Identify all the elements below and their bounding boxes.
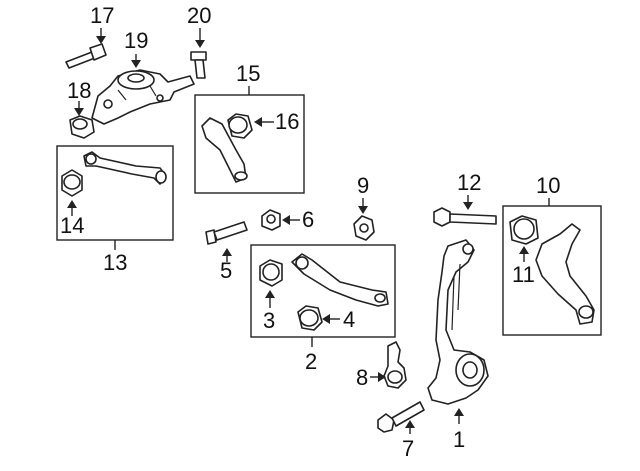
callout-20: 20 <box>187 3 211 28</box>
arrow-3 <box>265 290 275 298</box>
part-8-ball-joint[interactable] <box>383 341 407 389</box>
arrow-18 <box>74 108 84 116</box>
callout-6: 6 <box>302 207 314 232</box>
arrow-19 <box>131 60 141 68</box>
callout-14: 14 <box>60 213 84 238</box>
part-18-bushing[interactable] <box>69 115 95 139</box>
callout-9: 9 <box>357 173 369 198</box>
part-16-bushing[interactable] <box>227 113 253 139</box>
callout-13: 13 <box>103 250 127 275</box>
arrow-4 <box>322 314 330 324</box>
arrow-20 <box>195 40 205 48</box>
arrow-16 <box>254 117 262 127</box>
part-19-upper-mount[interactable] <box>91 69 195 125</box>
callout-16: 16 <box>275 109 299 134</box>
part-12-bolt[interactable] <box>433 207 497 227</box>
part-10-control-arm[interactable] <box>535 223 595 325</box>
callout-4: 4 <box>343 307 355 332</box>
arrow-6 <box>282 215 290 225</box>
callout-8: 8 <box>356 365 368 390</box>
arrow-11 <box>519 246 529 254</box>
part-13-control-arm[interactable] <box>83 151 167 185</box>
callout-10: 10 <box>536 173 560 198</box>
part-11-bushing[interactable] <box>509 215 539 245</box>
part-20-bolt[interactable] <box>190 51 207 79</box>
arrow-5 <box>222 248 232 256</box>
part-15-control-arm[interactable] <box>201 117 248 183</box>
part-7-bolt[interactable] <box>377 401 425 433</box>
arrow-14 <box>67 200 77 208</box>
callout-3: 3 <box>263 308 275 333</box>
part-14-bushing[interactable] <box>61 169 83 197</box>
callout-15: 15 <box>236 61 260 86</box>
part-17-bolt[interactable] <box>65 43 107 69</box>
group-box-2 <box>250 244 396 338</box>
arrow-12 <box>463 202 473 210</box>
callout-12: 12 <box>457 170 481 195</box>
part-3-bushing[interactable] <box>259 259 283 287</box>
part-9-nut[interactable] <box>353 215 375 241</box>
arrow-17 <box>96 36 106 44</box>
callout-7: 7 <box>402 436 414 461</box>
callout-1: 1 <box>453 427 465 452</box>
part-2-control-arm[interactable] <box>291 253 389 307</box>
group-box-15 <box>194 94 305 194</box>
callout-5: 5 <box>220 258 232 283</box>
callout-2: 2 <box>305 349 317 374</box>
part-1-steering-knuckle[interactable] <box>427 239 489 405</box>
callout-17: 17 <box>90 3 114 28</box>
arrow-9 <box>358 206 368 214</box>
callout-11: 11 <box>512 262 535 287</box>
arrow-7 <box>405 420 415 428</box>
group-box-10 <box>502 205 602 336</box>
part-6-nut[interactable] <box>261 209 281 231</box>
callout-18: 18 <box>67 78 91 103</box>
callout-19: 19 <box>124 28 148 53</box>
part-4-bushing[interactable] <box>297 305 323 331</box>
part-5-bolt[interactable] <box>205 221 248 245</box>
arrow-8 <box>378 372 386 382</box>
arrow-1 <box>454 408 464 416</box>
